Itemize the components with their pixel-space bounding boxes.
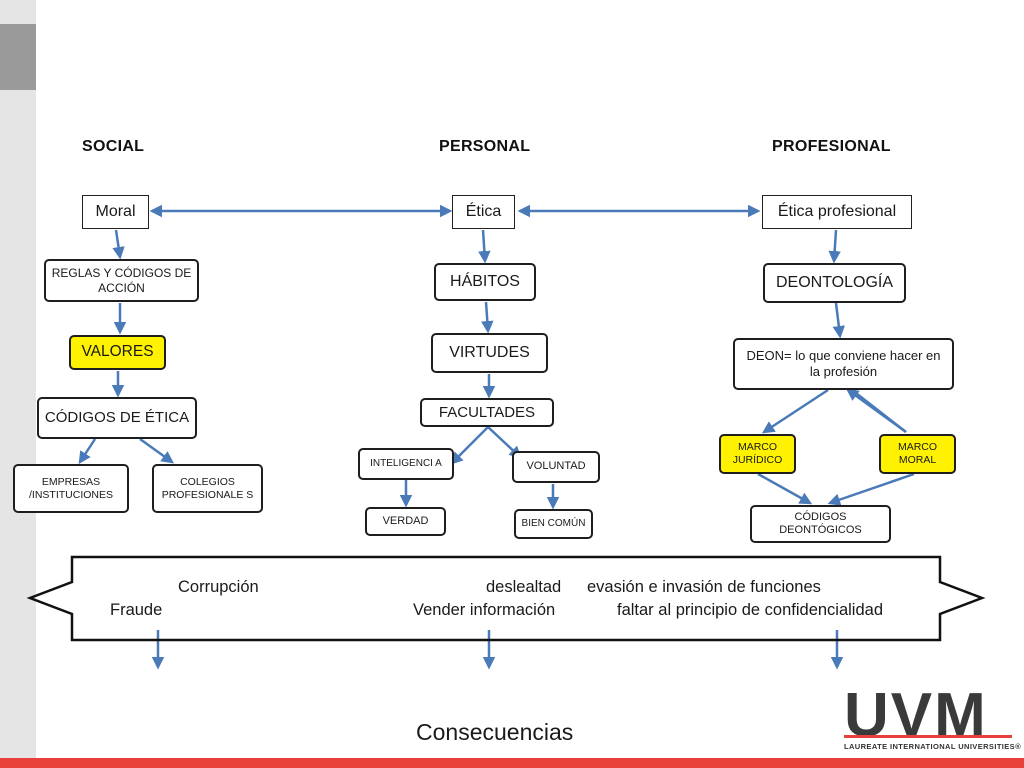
voluntad-box: VOLUNTAD xyxy=(512,451,600,483)
bottom-accent-bar xyxy=(0,758,1024,768)
deontologia-box: DEONTOLOGÍA xyxy=(763,263,906,303)
marco-moral-box: MARCO MORAL xyxy=(879,434,956,474)
moral-box: Moral xyxy=(82,195,149,229)
consequences-band-arrow xyxy=(26,555,986,642)
left-sidebar xyxy=(0,0,36,758)
band-fraude: Fraude xyxy=(110,601,163,619)
colegios-box: COLEGIOS PROFESIONALE S xyxy=(152,464,263,513)
facultades-box: FACULTADES xyxy=(420,398,554,427)
inteligencia-box: INTELIGENCI A xyxy=(358,448,454,480)
virtudes-box: VIRTUDES xyxy=(431,333,548,373)
logo-tagline: LAUREATE INTERNATIONAL UNIVERSITIES® xyxy=(844,742,1022,751)
empresas-box: EMPRESAS /INSTITUCIONES xyxy=(13,464,129,513)
logo-red-rule xyxy=(844,735,1012,738)
band-corrupcion: Corrupción xyxy=(178,578,259,596)
band-deslealtad: deslealtad xyxy=(486,578,562,596)
band-vender-informacion: Vender información xyxy=(413,601,556,619)
marco-juridico-box: MARCO JURÍDICO xyxy=(719,434,796,474)
consecuencias-label: Consecuencias xyxy=(416,719,574,745)
reglas-box: REGLAS Y CÓDIGOS DE ACCIÓN xyxy=(44,259,199,302)
codigos-etica-box: CÓDIGOS DE ÉTICA xyxy=(37,397,197,439)
uvm-logo: UVM LAUREATE INTERNATIONAL UNIVERSITIES® xyxy=(838,681,1022,756)
header-profesional: PROFESIONAL xyxy=(772,138,891,155)
valores-box: VALORES xyxy=(69,335,166,370)
verdad-box: VERDAD xyxy=(365,507,446,536)
habitos-box: HÁBITOS xyxy=(434,263,536,301)
etica-box: Ética xyxy=(452,195,515,229)
sidebar-accent-block xyxy=(0,24,36,90)
codigos-deontologicos-box: CÓDIGOS DEONTÓGICOS xyxy=(750,505,891,543)
band-faltar: faltar al principio de confidencialidad xyxy=(617,601,883,619)
bien-comun-box: BIEN COMÚN xyxy=(514,509,593,539)
band-evasion: evasión e invasión de funciones xyxy=(587,578,821,596)
header-personal: PERSONAL xyxy=(439,138,531,155)
etica-profesional-box: Ética profesional xyxy=(762,195,912,229)
header-social: SOCIAL xyxy=(82,138,145,155)
deon-definition-box: DEON= lo que conviene hacer en la profes… xyxy=(733,338,954,390)
logo-wordmark: UVM xyxy=(844,681,988,750)
